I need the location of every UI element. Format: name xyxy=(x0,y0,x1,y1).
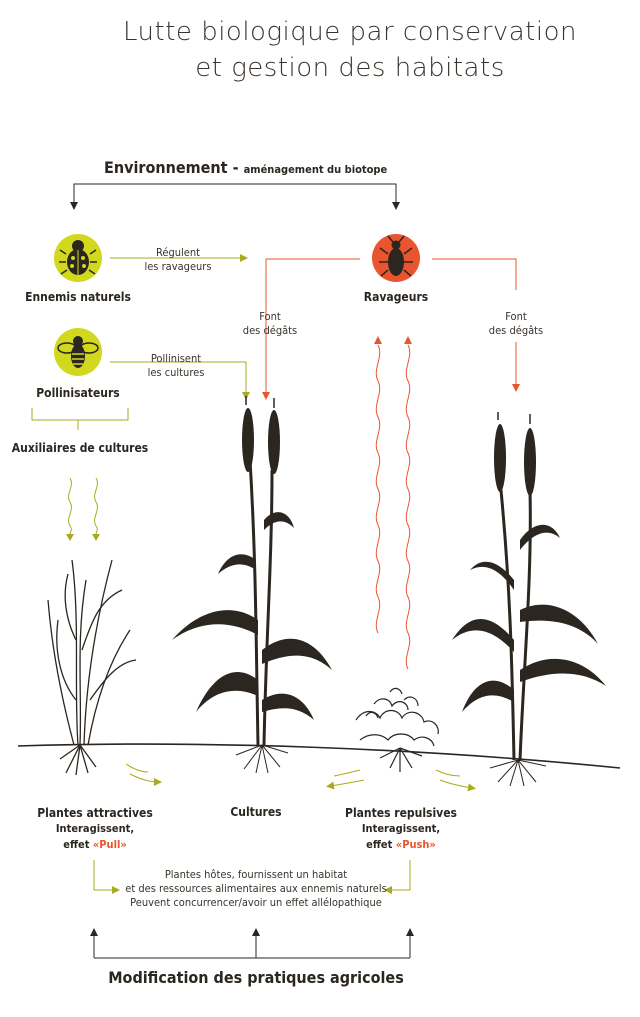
crops-label: Cultures xyxy=(230,805,282,819)
attraction-waves xyxy=(66,477,100,541)
attractive-plants-label: Plantes attractives Interagissent, effet… xyxy=(20,805,170,853)
repulsive-effect-prefix: effet xyxy=(366,838,393,851)
damage-left-text-1: Font xyxy=(259,310,281,323)
damage-arrows xyxy=(262,258,520,400)
push-effect: «Push» xyxy=(395,838,436,851)
pollinate-text-1: Pollinisent xyxy=(150,352,202,365)
host-bracket xyxy=(93,860,411,894)
pull-effect: «Pull» xyxy=(92,838,127,851)
crop-plant-right xyxy=(452,412,606,787)
page-title: Lutte biologique par conservation et ges… xyxy=(0,14,640,86)
repellent-waves xyxy=(374,336,412,670)
pollinate-text: Pollinisent les cultures xyxy=(126,352,226,380)
environment-title: Environnement xyxy=(104,158,228,177)
host-text-2: et des ressources alimentaires aux ennem… xyxy=(125,882,387,895)
pollinate-arrow xyxy=(110,361,250,400)
attractive-line2: Interagissent, xyxy=(55,822,135,835)
environment-bracket xyxy=(70,183,400,210)
practices-bracket xyxy=(90,928,414,959)
auxiliaries-label: Auxiliaires de cultures xyxy=(11,441,149,455)
host-text-3: Peuvent concurrencer/avoir un effet allé… xyxy=(130,896,382,909)
environment-label: Environnement - aménagement du biotope xyxy=(104,158,387,177)
host-plants-text: Plantes hôtes, fournissent un habitat et… xyxy=(106,868,406,910)
ground-line xyxy=(17,743,621,769)
environment-dash: - xyxy=(232,158,239,177)
ladybug-icon xyxy=(54,234,102,282)
regulate-text: Régulent les ravageurs xyxy=(128,246,228,274)
crop-plant-left xyxy=(172,396,332,774)
interaction-arrows xyxy=(125,763,476,792)
title-line-1: Lutte biologique par conservation xyxy=(123,17,577,47)
repulsive-line2: Interagissent, xyxy=(361,822,441,835)
damage-right-text-2: des dégâts xyxy=(488,324,544,337)
attractive-title: Plantes attractives xyxy=(37,806,153,820)
regulate-text-1: Régulent xyxy=(155,246,201,259)
damage-left-text-2: des dégâts xyxy=(242,324,298,337)
title-line-2: et gestion des habitats xyxy=(195,53,505,83)
pollinate-text-2: les cultures xyxy=(147,366,205,379)
pollinators-label: Pollinisateurs xyxy=(36,386,120,400)
attractive-effect-prefix: effet xyxy=(63,838,90,851)
auxiliaries-bracket xyxy=(31,408,129,430)
repulsive-plant xyxy=(355,687,439,772)
damage-right-text: Font des dégâts xyxy=(466,310,566,338)
attractive-plant xyxy=(47,559,137,776)
repulsive-title: Plantes repulsives xyxy=(345,806,457,820)
agricultural-practices-label: Modification des pratiques agricoles xyxy=(108,968,404,987)
environment-subtitle: aménagement du biotope xyxy=(243,163,388,176)
natural-enemies-label: Ennemis naturels xyxy=(25,290,131,304)
bee-icon xyxy=(54,328,102,376)
bug-icon xyxy=(372,234,420,282)
regulate-text-2: les ravageurs xyxy=(144,260,212,273)
host-text-1: Plantes hôtes, fournissent un habitat xyxy=(164,868,348,881)
damage-right-text-1: Font xyxy=(505,310,527,323)
pests-label: Ravageurs xyxy=(363,290,429,304)
damage-left-text: Font des dégâts xyxy=(220,310,320,338)
repulsive-plants-label: Plantes repulsives Interagissent, effet … xyxy=(326,805,476,853)
